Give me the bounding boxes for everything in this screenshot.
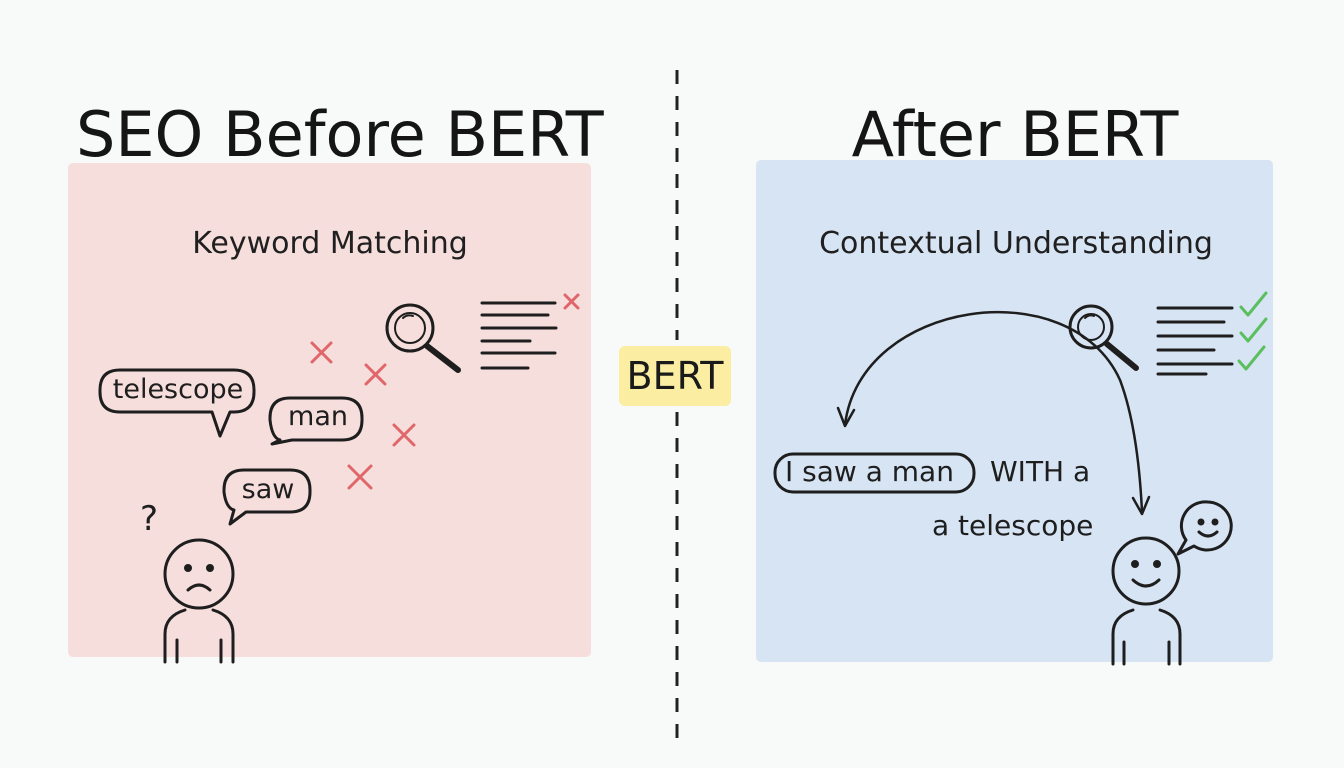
document-lines-icon xyxy=(480,301,558,370)
cross-icon xyxy=(310,341,333,364)
bubble-label-telescope: telescope xyxy=(112,374,244,405)
phrase-outline xyxy=(773,452,976,494)
speech-bubble-icon xyxy=(222,468,312,526)
person-icon xyxy=(1111,536,1182,666)
left-title: SEO Before BERT xyxy=(76,98,604,171)
magnifier-icon xyxy=(385,303,461,373)
right-subtitle: Contextual Understanding xyxy=(819,226,1213,261)
cross-icon xyxy=(392,423,416,447)
left-panel xyxy=(68,163,591,657)
bubble-label-saw: saw xyxy=(241,474,295,505)
speech-bubble-icon xyxy=(98,368,256,438)
person-icon xyxy=(163,538,235,664)
bubble-label-man: man xyxy=(288,401,348,432)
sentence-line2: a telescope xyxy=(932,509,1094,542)
magnifier-icon xyxy=(1068,304,1139,371)
right-panel xyxy=(756,160,1273,662)
speech-bubble-icon xyxy=(268,396,364,446)
left-subtitle: Keyword Matching xyxy=(192,226,468,261)
cross-icon xyxy=(364,363,387,386)
check-icon xyxy=(1239,291,1268,317)
right-title: After BERT xyxy=(851,98,1179,171)
sentence-rest: WITH a xyxy=(990,455,1091,488)
arrow-icon xyxy=(836,310,1151,516)
document-lines-icon xyxy=(1156,306,1234,376)
check-icon xyxy=(1237,345,1266,371)
check-icon xyxy=(1239,317,1268,343)
sentence-phrase: I saw a man xyxy=(785,455,954,488)
cross-icon xyxy=(347,464,373,490)
bert-badge: BERT xyxy=(619,346,731,406)
cross-icon xyxy=(563,293,580,310)
question-mark: ? xyxy=(140,499,158,539)
smiley-icon xyxy=(1176,500,1233,556)
